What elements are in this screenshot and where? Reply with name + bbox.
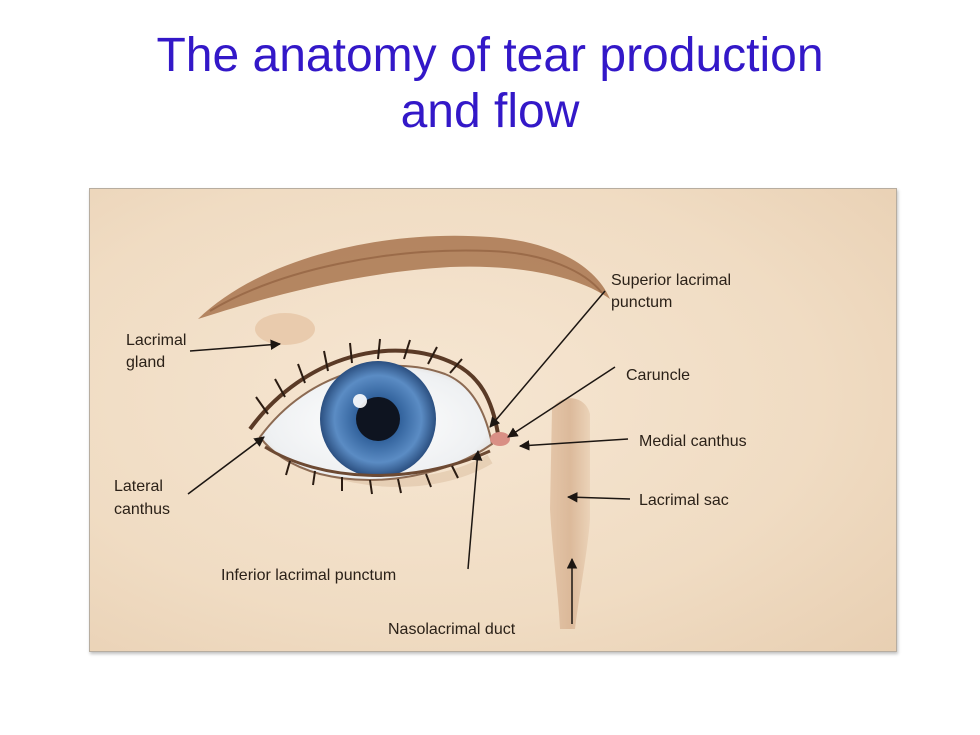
label-superior-punctum-line1: Superior lacrimal	[611, 272, 731, 289]
label-lateral-canthus-line1: Lateral	[114, 478, 163, 495]
leader-inferior-punctum	[467, 449, 483, 570]
label-lacrimal-gland-line2: gland	[126, 354, 165, 371]
label-lateral-canthus-line2: canthus	[114, 501, 170, 518]
eye-highlight	[353, 394, 367, 408]
pupil	[356, 397, 400, 441]
eye-anatomy-svg: Lacrimal gland Lateral canthus Superior …	[90, 189, 896, 651]
label-superior-punctum-line2: punctum	[611, 294, 672, 311]
leader-medial-canthus	[518, 438, 629, 451]
lacrimal-sac-duct-shape	[550, 398, 590, 629]
leader-lateral-canthus	[187, 436, 265, 495]
leader-lacrimal-sac	[566, 492, 631, 503]
label-lacrimal-gland-line1: Lacrimal	[126, 332, 186, 349]
upper-eyelashes	[255, 338, 463, 415]
eyebrow-hair	[209, 249, 603, 312]
label-inferior-punctum: Inferior lacrimal punctum	[221, 567, 396, 584]
label-caruncle: Caruncle	[626, 367, 690, 384]
leader-superior-punctum	[489, 290, 606, 428]
slide-title: The anatomy of tear production and flow	[0, 28, 980, 140]
eye-anatomy-illustration: Lacrimal gland Lateral canthus Superior …	[89, 188, 897, 652]
caruncle-shape	[490, 432, 510, 446]
slide-title-line-1: The anatomy of tear production	[156, 29, 824, 82]
lacrimal-gland-shape	[255, 313, 315, 345]
label-nasolacrimal-duct: Nasolacrimal duct	[388, 621, 516, 638]
leader-caruncle	[507, 366, 616, 438]
label-lacrimal-sac: Lacrimal sac	[639, 492, 729, 509]
lower-eyelashes	[285, 460, 459, 495]
label-medial-canthus: Medial canthus	[639, 433, 747, 450]
lower-eyelid	[264, 445, 491, 477]
slide-title-line-2: and flow	[400, 85, 580, 138]
eyebrow	[198, 235, 610, 319]
leader-lacrimal-gland	[189, 339, 282, 352]
upper-eyelid	[248, 348, 500, 435]
